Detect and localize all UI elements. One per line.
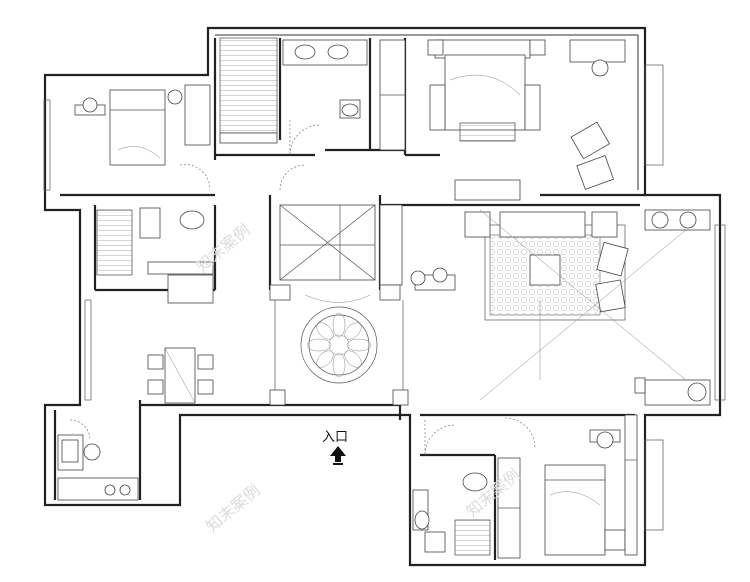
entry-label: 入口 bbox=[322, 430, 349, 445]
bathroom-middle bbox=[96, 164, 306, 304]
bedroom-top-left bbox=[74, 84, 211, 166]
interior-walls bbox=[53, 38, 645, 560]
center-cabinets bbox=[269, 204, 403, 303]
entry-arrow-icon bbox=[330, 446, 346, 465]
dining-area bbox=[147, 347, 214, 404]
outer-walls bbox=[43, 26, 722, 567]
kitchen bbox=[57, 419, 139, 501]
bathroom-top bbox=[219, 37, 368, 156]
living-room bbox=[410, 179, 711, 406]
windows bbox=[43, 64, 726, 531]
foyer-medallion bbox=[269, 300, 409, 406]
master-bedroom bbox=[379, 39, 626, 190]
bedroom-bottom-right bbox=[497, 414, 638, 559]
bathroom-bottom bbox=[412, 420, 491, 556]
